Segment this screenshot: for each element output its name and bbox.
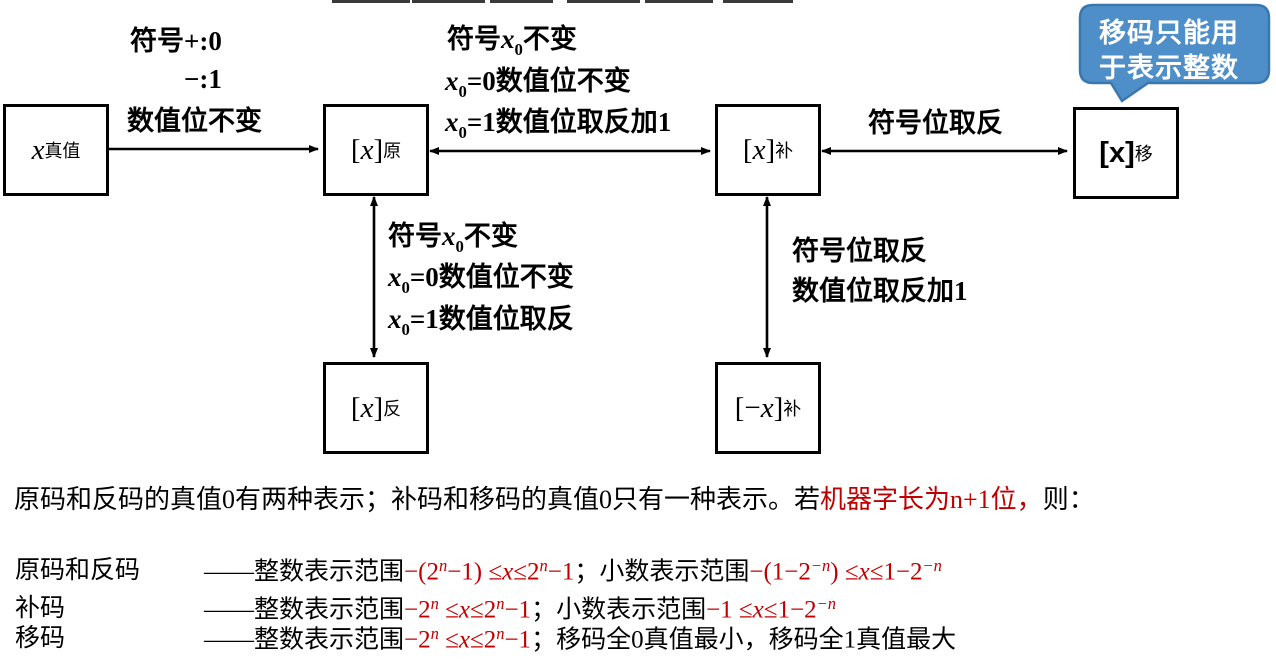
note-zero-representation: 原码和反码的真值0有两种表示；补码和移码的真值0只有一种表示。若机器字长为n+1… (14, 485, 1095, 514)
cropped-title-remnant (645, 0, 713, 3)
edge-label-yuan-bu-1: 符号x0不变 (447, 24, 577, 60)
cropped-title-remnant (332, 0, 410, 3)
bubble-line-2: 于表示整数 (1099, 53, 1239, 83)
edge-label-bu-yi: 符号位取反 (868, 108, 1003, 138)
edge-label-bu-negbu-1: 符号位取反 (792, 236, 927, 266)
node-neg-twos-complement: [−x]补 (715, 362, 821, 454)
cropped-title-remnant (723, 0, 793, 3)
node-ones-complement: [x]反 (323, 362, 429, 454)
edge-label-magnitude-unchanged: 数值位不变 (127, 106, 262, 136)
edge-label-sign-minus: −:1 (184, 64, 222, 94)
cropped-title-remnant (567, 0, 640, 3)
cropped-title-remnant (412, 0, 485, 3)
edge-label-yuan-fan-3: x0=1数值位取反 (388, 304, 574, 340)
edge-label-sign-plus: 符号+:0 (130, 26, 222, 56)
range-row-content-yi: ——整数表示范围−2n ≤x≤2n−1；移码全0真值最小，移码全1真值最大 (204, 624, 957, 654)
edge-label-yuan-fan-2: x0=0数值位不变 (388, 262, 574, 298)
speech-bubble (1078, 3, 1271, 103)
range-row-label-yi: 移码 (15, 625, 66, 652)
range-row-content-bu: ——整数表示范围−2n ≤x≤2n−1；小数表示范围−1 ≤x≤1−2−n (204, 594, 836, 624)
node-excess-code: [x]移 (1073, 107, 1179, 199)
node-twos-complement: [x]补 (715, 104, 821, 196)
cropped-title-remnant (490, 0, 553, 3)
range-row-content-yuanfan: ——整数表示范围−(2n−1) ≤x≤2n−1；小数表示范围−(1−2−n) ≤… (204, 556, 942, 586)
bubble-line-1: 移码只能用 (1099, 18, 1239, 48)
edge-label-yuan-fan-1: 符号x0不变 (388, 221, 518, 257)
edge-label-bu-negbu-2: 数值位取反加1 (792, 276, 968, 306)
edge-label-yuan-bu-2: x0=0数值位不变 (445, 66, 631, 102)
range-row-label-bu: 补码 (15, 595, 66, 622)
node-sign-magnitude: [x]原 (323, 104, 429, 196)
range-row-label-yuanfan: 原码和反码 (15, 557, 141, 584)
edge-label-yuan-bu-3: x0=1数值位取反加1 (445, 107, 672, 143)
